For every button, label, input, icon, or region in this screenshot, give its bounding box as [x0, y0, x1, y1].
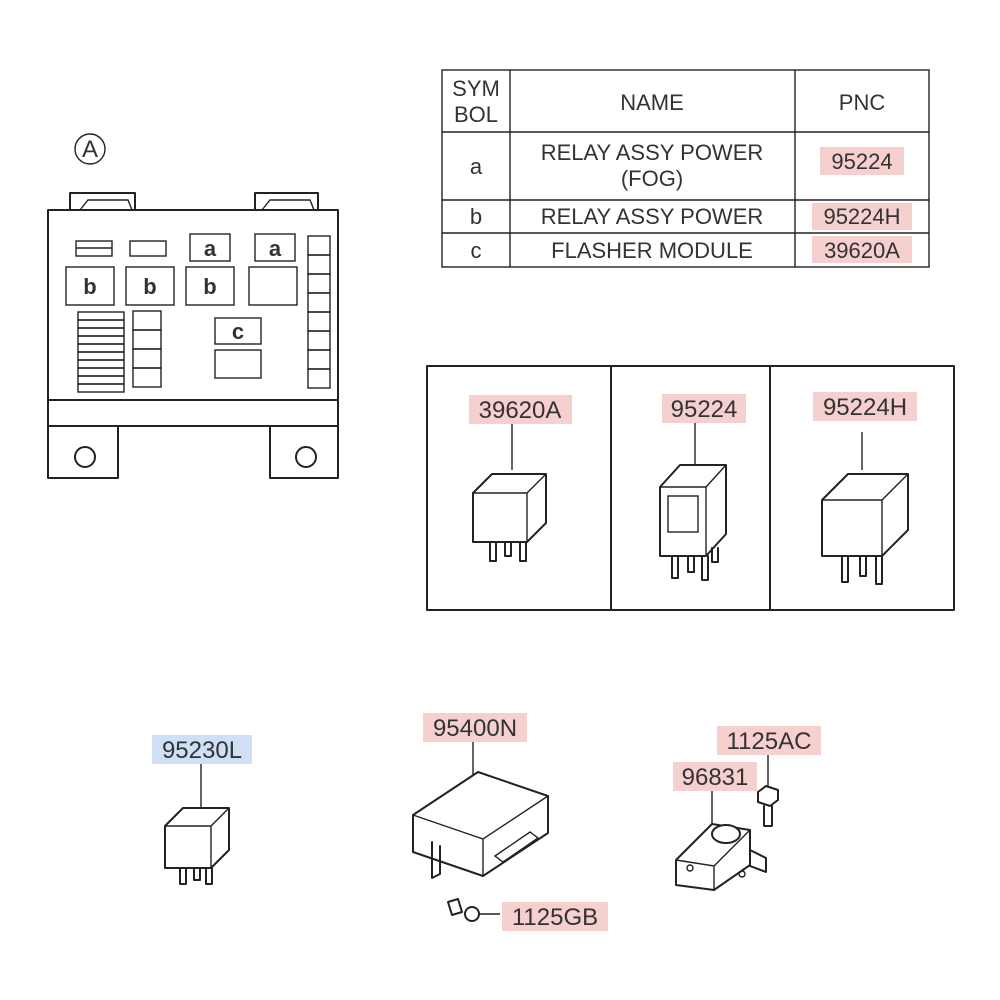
- fuse-strip-slot: [77, 343, 125, 353]
- module-95400N-label[interactable]: 95400N: [433, 715, 517, 742]
- row-a-name-line1: RELAY ASSY POWER: [541, 140, 764, 165]
- side-fuse-slot: [307, 292, 331, 313]
- header-pnc: PNC: [839, 90, 886, 115]
- slot-b-1-label: b: [83, 274, 96, 299]
- bolt-1125GB[interactable]: 1125GB: [447, 898, 608, 931]
- mini-fuse-slot: [132, 329, 162, 350]
- header-symbol-line1: SYM: [452, 76, 500, 101]
- side-fuse-slot: [307, 273, 331, 294]
- slot-a-1-label: a: [204, 236, 217, 261]
- side-fuse-slot: [307, 235, 331, 256]
- fuse-strip-slot: [77, 359, 125, 369]
- side-fuse-slot: [307, 349, 331, 370]
- reference-symbol-text: A: [82, 136, 98, 163]
- side-fuse-slot: [307, 254, 331, 275]
- bolt-1125GB-label[interactable]: 1125GB: [512, 904, 598, 931]
- row-a-symbol: a: [470, 154, 483, 179]
- row-a-pnc[interactable]: 95224: [831, 149, 892, 174]
- fuse-strip-slot: [77, 335, 125, 345]
- fog-relay-pnc-label[interactable]: 95224: [671, 396, 738, 423]
- fuse-strip-slot: [77, 351, 125, 361]
- relay-95230L[interactable]: 95230L: [152, 735, 252, 885]
- slot-b-1: [65, 266, 115, 306]
- row-c-pnc[interactable]: 39620A: [824, 238, 900, 263]
- fuse-strip-slot: [77, 327, 125, 337]
- fuse-strip-slot: [77, 311, 125, 321]
- mini-fuse-slot: [132, 310, 162, 331]
- slot-a-2-label: a: [269, 236, 282, 261]
- bolt-1125AC-label[interactable]: 1125AC: [727, 728, 812, 755]
- fuse-box: a a b b b c: [47, 192, 339, 479]
- header-symbol-line2: BOL: [454, 102, 498, 127]
- slot-a-1: [189, 233, 231, 262]
- fuse-strip-slot: [77, 375, 125, 385]
- flasher-pnc-label[interactable]: 39620A: [479, 397, 562, 424]
- power-relay-pnc-label[interactable]: 95224H: [823, 394, 907, 421]
- slot-b-2: [125, 266, 175, 306]
- row-a-name-line2: (FOG): [621, 166, 683, 191]
- fuse-strip-slot: [77, 367, 125, 377]
- relay-power-95224H[interactable]: 95224H: [813, 392, 917, 585]
- row-c-name: FLASHER MODULE: [551, 238, 753, 263]
- header-name: NAME: [620, 90, 684, 115]
- parts-table: SYM BOL NAME PNC a RELAY ASSY POWER (FOG…: [441, 69, 930, 268]
- mini-fuse-slot: [132, 348, 162, 369]
- row-c-symbol: c: [471, 238, 482, 263]
- slot-b-3: [185, 266, 235, 306]
- side-fuse-slot: [307, 368, 331, 389]
- slot-c: [214, 317, 262, 345]
- reference-symbol: A: [74, 133, 106, 165]
- row-b-symbol: b: [470, 204, 482, 229]
- flasher-module-39620A[interactable]: 39620A: [469, 395, 572, 562]
- slot-a-2: [254, 233, 296, 262]
- bolt-1125AC[interactable]: 1125AC: [717, 726, 821, 827]
- fuse-strip-slot: [77, 383, 125, 393]
- bracket-96831-label[interactable]: 96831: [682, 764, 749, 791]
- slot-b-3-label: b: [203, 274, 216, 299]
- module-95400N[interactable]: 95400N: [412, 713, 549, 879]
- slot-b-2-label: b: [143, 274, 156, 299]
- relay-panel: 39620A 95224 95224H: [426, 365, 955, 611]
- row-b-name: RELAY ASSY POWER: [541, 204, 764, 229]
- fuse-strip-slot: [77, 319, 125, 329]
- relay-95230L-label[interactable]: 95230L: [162, 737, 242, 764]
- mini-fuse-slot: [132, 367, 162, 388]
- side-fuse-slot: [307, 311, 331, 332]
- relay-fog-95224[interactable]: 95224: [659, 394, 746, 581]
- row-b-pnc[interactable]: 95224H: [823, 204, 900, 229]
- slot-c-label: c: [232, 319, 244, 344]
- bracket-96831[interactable]: 96831: [673, 762, 767, 891]
- side-fuse-slot: [307, 330, 331, 351]
